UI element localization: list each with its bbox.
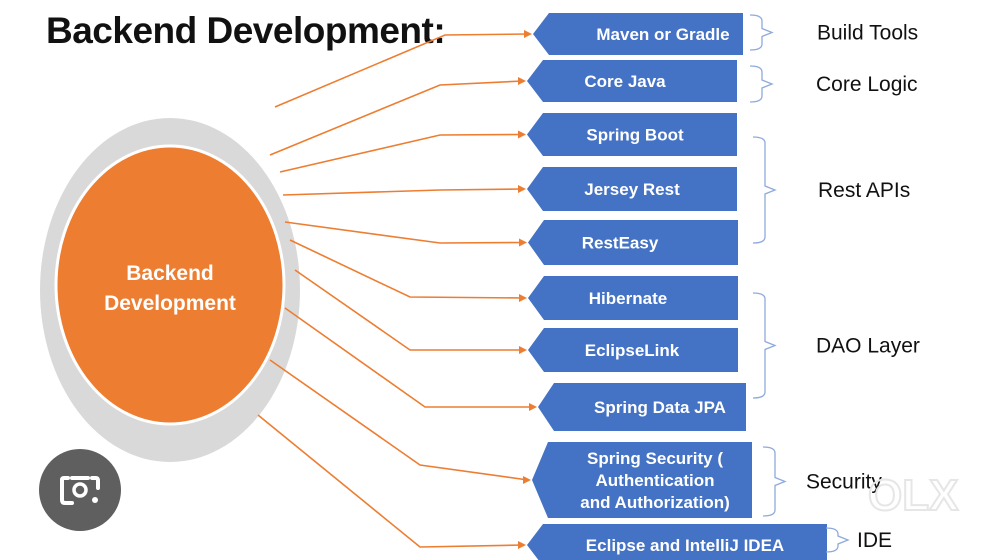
arrowhead-icon — [518, 77, 526, 85]
connector-arrow — [269, 77, 526, 156]
arrowhead-icon — [529, 403, 537, 411]
group-bracket — [825, 527, 850, 553]
arrowhead-icon — [524, 30, 532, 38]
arrowhead-icon — [518, 130, 526, 139]
tech-box-maven-or-gradle: Maven or Gradle — [533, 13, 743, 55]
group-bracket — [762, 446, 787, 517]
arrowhead-icon — [523, 476, 531, 484]
tech-box-spring-security-: Spring Security ( Authentication and Autho… — [532, 442, 752, 518]
lens-button[interactable] — [39, 449, 121, 531]
tech-box-spring-data-jpa: Spring Data JPA — [538, 383, 746, 431]
arrowhead-icon — [518, 541, 526, 549]
group-bracket — [749, 65, 774, 103]
tech-box-spring-boot: Spring Boot — [527, 113, 737, 156]
tech-box-label: Core Java — [584, 72, 666, 91]
connector-arrow — [284, 307, 537, 411]
tech-box-label: Hibernate — [589, 289, 667, 308]
arrowhead-icon — [519, 346, 527, 354]
connector-line — [282, 188, 524, 196]
connector-line — [289, 239, 525, 299]
tech-box-eclipse-and-intellij-idea: Eclipse and IntelliJ IDEA — [527, 524, 827, 560]
connector-arrow — [294, 269, 527, 354]
camera-icon — [60, 476, 100, 505]
tech-box-label: Spring Security ( — [587, 449, 723, 468]
group-label: Build Tools — [817, 22, 918, 45]
tech-box-core-java: Core Java — [527, 60, 737, 102]
connector-line — [257, 414, 524, 548]
connector-line — [284, 221, 525, 244]
tech-box-shape — [528, 328, 738, 372]
tech-box-resteasy: RestEasy — [528, 220, 738, 265]
tech-box-jersey-rest: Jersey Rest — [527, 167, 737, 211]
connector-arrow — [279, 130, 526, 173]
connector-arrow — [257, 414, 526, 549]
tech-box-label: Jersey Rest — [584, 180, 680, 199]
tech-box-shape — [538, 383, 746, 431]
connector-arrow — [269, 359, 531, 484]
arrowhead-icon — [519, 294, 527, 302]
tech-box-shape — [528, 220, 738, 265]
tech-box-label: Eclipse and IntelliJ IDEA — [586, 536, 784, 555]
tech-box-shape — [532, 442, 752, 518]
arrowhead-icon — [518, 185, 526, 193]
center-ellipse — [54, 144, 286, 426]
group-label: IDE — [857, 529, 892, 552]
group-label: Core Logic — [816, 73, 918, 96]
tech-box-shape — [527, 60, 737, 102]
tech-box-label: and Authorization) — [580, 493, 730, 512]
tech-box-label: Spring Boot — [586, 126, 684, 145]
tech-box-label: EclipseLink — [585, 341, 680, 360]
tech-box-label: Spring Data JPA — [594, 398, 726, 417]
group-label: Rest APIs — [818, 179, 910, 202]
olx-watermark: OLX — [868, 471, 958, 520]
tech-box-shape — [533, 13, 743, 55]
connector-arrow — [289, 239, 527, 302]
tech-box-hibernate: Hibernate — [528, 276, 738, 320]
connector-line — [284, 307, 534, 408]
connector-line — [269, 80, 524, 156]
connector-line — [269, 359, 529, 481]
tech-box-shape — [527, 524, 827, 560]
lens-button-bg — [39, 449, 121, 531]
connector-arrow — [274, 30, 532, 108]
page-title: Backend Development: — [46, 10, 446, 51]
arrowhead-icon — [519, 238, 527, 247]
lens-dot-icon — [92, 497, 98, 503]
tech-box-label: Maven or Gradle — [596, 25, 729, 44]
tech-box-label: RestEasy — [582, 234, 659, 253]
tech-box-shape — [527, 113, 737, 156]
connector-arrow — [282, 185, 526, 196]
connector-line — [294, 269, 524, 351]
connector-line — [274, 33, 530, 108]
group-bracket — [752, 292, 777, 399]
group-label: Security — [806, 471, 882, 494]
center-label: Backend — [126, 262, 214, 285]
connector-line — [279, 133, 524, 173]
group-label: DAO Layer — [816, 335, 920, 358]
group-bracket — [749, 14, 774, 51]
group-bracket — [752, 136, 777, 244]
connector-arrow — [284, 221, 527, 247]
center-label: Development — [104, 292, 236, 315]
tech-box-label: Authentication — [596, 471, 715, 490]
tech-box-eclipselink: EclipseLink — [528, 328, 738, 372]
lens-icon — [72, 482, 88, 498]
tech-box-shape — [528, 276, 738, 320]
tech-box-shape — [527, 167, 737, 211]
